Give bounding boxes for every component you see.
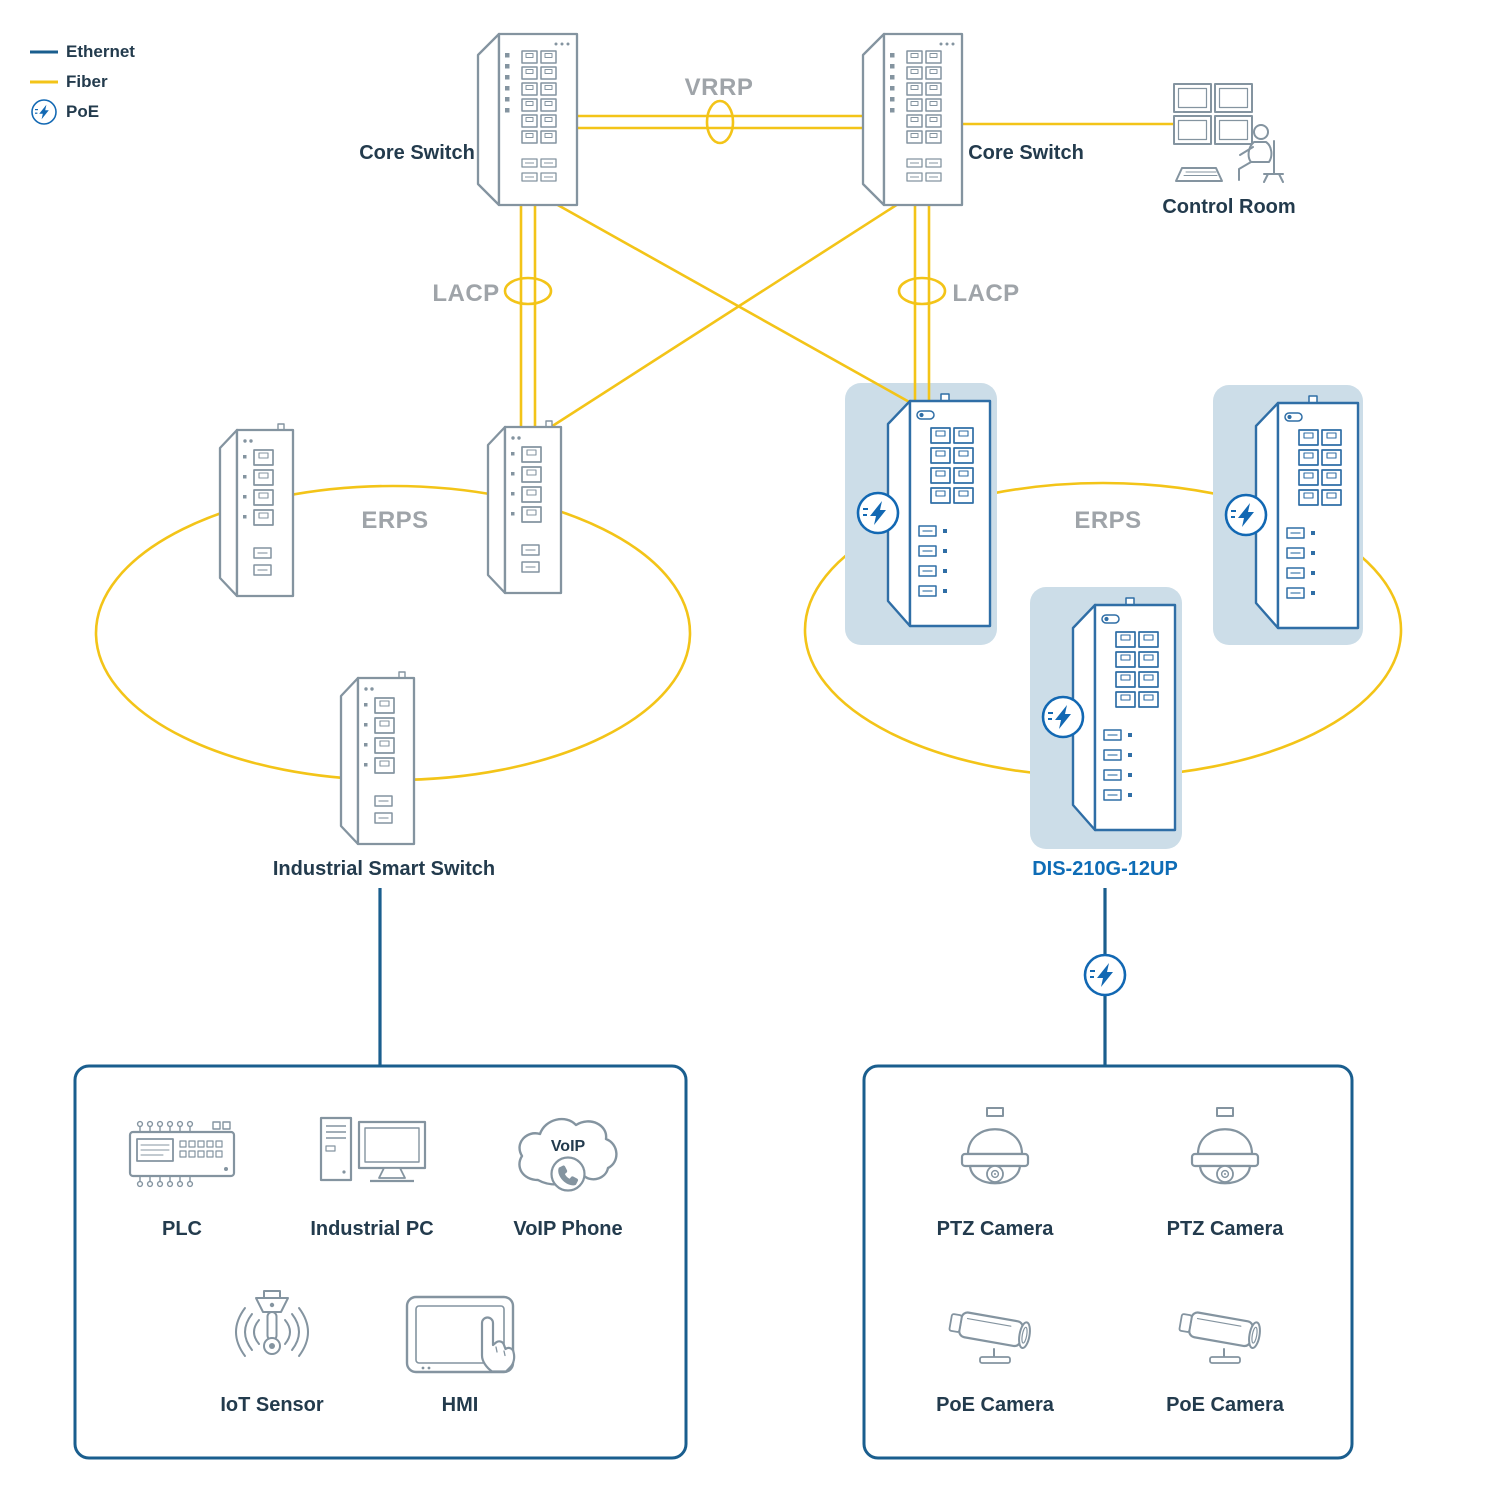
core-switch-right-icon (863, 34, 962, 205)
lacp-left-label: LACP (432, 280, 500, 307)
voip-phone-label: VoIP Phone (513, 1218, 623, 1240)
dis-210g-12up-label: DIS-210G-12UP (1032, 858, 1178, 880)
industrial-smart-switch-icon (341, 672, 414, 844)
dis-210g-12up-icon-1 (888, 394, 990, 626)
lacp-right-label: LACP (952, 280, 1020, 307)
core-switch-left-icon (478, 34, 577, 205)
core-switch-right-label: Core Switch (968, 142, 1084, 164)
control-room-label: Control Room (1162, 196, 1296, 218)
cross-link-right-core-to-left-ring (539, 202, 899, 436)
plc-icon (128, 1120, 236, 1188)
poe-icon (1224, 493, 1268, 537)
poe-camera-label-1: PoE Camera (936, 1394, 1054, 1416)
dis-210g-12up-icon-2 (1256, 396, 1358, 628)
poe-icon-on-link (1083, 953, 1127, 997)
poe-icon (1041, 695, 1085, 739)
hmi-icon (405, 1295, 516, 1374)
core-switch-left-label: Core Switch (359, 142, 475, 164)
lacp-aggregation-ring-right (897, 276, 947, 306)
ring-switch-middle-icon (488, 421, 561, 593)
ring-switch-left-icon (220, 424, 293, 596)
fiber-links (503, 99, 1180, 438)
plc-label: PLC (162, 1218, 202, 1240)
legend-poe-icon (31, 99, 57, 125)
vrrp-label: VRRP (684, 74, 754, 101)
legend-graphics (30, 50, 58, 125)
poe-icon (856, 491, 900, 535)
vrrp-aggregation-ring (705, 99, 735, 145)
industrial-pc-label: Industrial PC (310, 1218, 434, 1240)
legend-label-fiber: Fiber (66, 72, 108, 91)
legend-label-poe: PoE (66, 102, 100, 121)
ptz-camera-label-1: PTZ Camera (936, 1218, 1054, 1240)
legend-label-ethernet: Ethernet (66, 42, 135, 61)
control-room-icon (1173, 83, 1284, 183)
hmi-label: HMI (441, 1394, 479, 1416)
ethernet-links (378, 888, 1107, 1066)
iot-sensor-label: IoT Sensor (220, 1394, 324, 1416)
dis-210g-12up-icon-3 (1073, 598, 1175, 830)
industrial-smart-switch-label: Industrial Smart Switch (272, 858, 496, 880)
erps-right-label: ERPS (1074, 507, 1142, 534)
poe-camera-label-2: PoE Camera (1166, 1394, 1284, 1416)
lacp-aggregation-ring-left (503, 276, 553, 306)
ptz-camera-label-2: PTZ Camera (1166, 1218, 1284, 1240)
erps-left-label: ERPS (361, 507, 429, 534)
